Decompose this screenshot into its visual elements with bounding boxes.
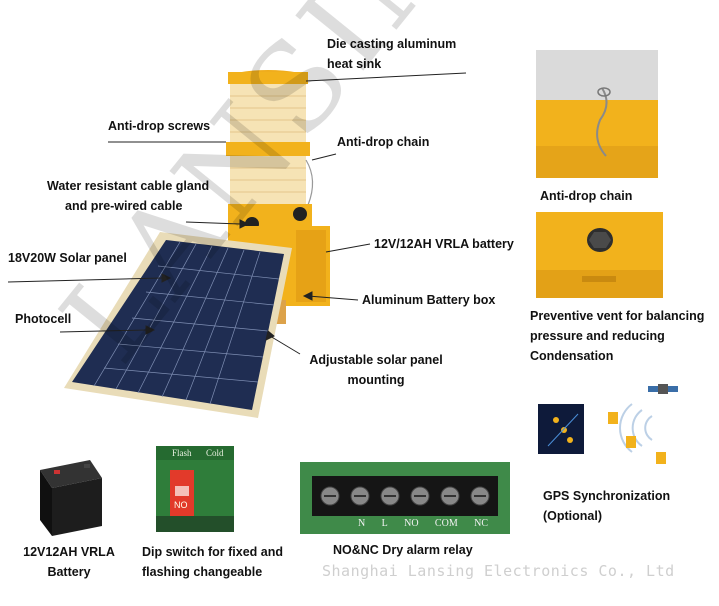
label-mounting-line1: Adjustable solar panel	[309, 353, 443, 367]
label-vent-line3: Condensation	[530, 349, 614, 363]
solar-panel-grid	[93, 241, 280, 405]
label-relay: NO&NC Dry alarm relay	[333, 543, 473, 557]
label-gps: GPS Synchronization (Optional)	[543, 486, 670, 526]
label-cable-gland-line1: Water resistant cable gland	[47, 179, 210, 193]
solar-panel-cells	[72, 240, 284, 410]
satellite-icon	[648, 384, 678, 394]
label-mounting: Adjustable solar panel mounting	[302, 350, 450, 390]
solar-panel	[64, 232, 292, 418]
terminal-nc: NC	[474, 518, 488, 529]
anti-drop-chain-wire	[305, 159, 314, 206]
company-footer: Shanghai Lansing Electronics Co., Ltd	[322, 562, 675, 580]
label-battery-box: Aluminum Battery box	[362, 293, 496, 307]
mini-beacon-1	[608, 412, 618, 424]
label-gps-line1: GPS Synchronization	[543, 489, 671, 503]
label-vent-line2: pressure and reducing	[530, 329, 665, 343]
label-battery-line1: 12V12AH VRLA	[23, 545, 115, 559]
relay-terminal-labels: N L NO COM NC	[358, 518, 488, 529]
label-dip-switch: Dip switch for fixed and flashing change…	[142, 542, 283, 582]
label-battery-line2: Battery	[47, 565, 91, 579]
cable-gland-right	[293, 207, 307, 221]
vrla-battery-photo	[40, 460, 102, 536]
label-solar-panel: 18V20W Solar panel	[8, 251, 127, 265]
beacon-lens-upper	[230, 84, 306, 142]
relay-terminal-photo	[300, 462, 510, 534]
label-vent-line1: Preventive vent for balancing	[530, 309, 705, 323]
dip-flash-text: Flash	[172, 448, 192, 458]
label-anti-drop-screws: Anti-drop screws	[108, 119, 211, 133]
label-mounting-line2: mounting	[347, 373, 405, 387]
label-heat-sink: Die casting aluminum heat sink	[327, 34, 456, 74]
label-dip-line1: Dip switch for fixed and	[142, 545, 283, 559]
label-photocell: Photocell	[15, 312, 72, 326]
label-anti-drop-chain: Anti-drop chain	[337, 135, 430, 149]
label-preventive-vent: Preventive vent for balancing pressure a…	[530, 306, 704, 366]
terminal-l: L	[381, 518, 388, 529]
dip-cold-text: Cold	[206, 448, 224, 458]
callout-lines	[7, 72, 467, 355]
beacon-top-cap	[228, 70, 308, 86]
beacon-lens-lower	[230, 156, 306, 206]
mini-beacon-2	[626, 436, 636, 448]
label-cable-gland: Water resistant cable gland and pre-wire…	[47, 176, 209, 216]
dip-switch-photo	[156, 446, 234, 532]
label-cable-gland-line2: and pre-wired cable	[65, 199, 183, 213]
label-heat-sink-line2: heat sink	[327, 57, 382, 71]
beacon-middle-ring	[226, 142, 310, 156]
battery-box-side	[296, 230, 326, 302]
mini-beacon-3	[656, 452, 666, 464]
dip-no-text: NO	[174, 500, 188, 510]
terminal-com: COM	[434, 518, 458, 529]
label-dip-line2: flashing changeable	[142, 565, 263, 579]
terminal-no: NO	[404, 518, 419, 529]
gps-graphic	[538, 384, 678, 464]
terminal-n: N	[358, 518, 366, 529]
inset-anti-drop-chain	[536, 50, 658, 178]
label-vrla-battery: 12V/12AH VRLA battery	[374, 237, 514, 251]
label-heat-sink-line1: Die casting aluminum	[327, 37, 457, 51]
label-battery: 12V12AH VRLA Battery	[14, 542, 124, 582]
label-inset-anti-drop-chain: Anti-drop chain	[540, 189, 633, 203]
inset-preventive-vent	[536, 212, 663, 298]
label-gps-line2: (Optional)	[543, 509, 603, 523]
